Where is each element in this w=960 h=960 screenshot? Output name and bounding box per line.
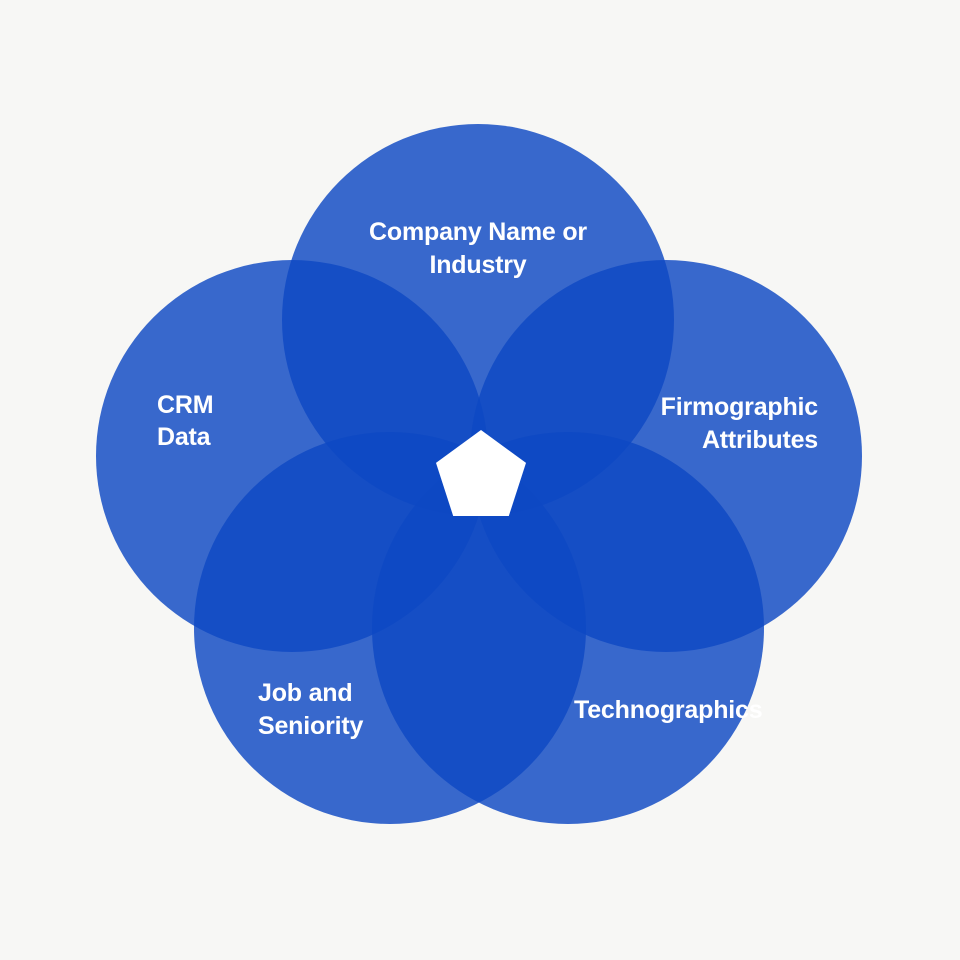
label-firmographic-attributes: Firmographic Attributes [660, 391, 819, 457]
label-line: CRM [157, 391, 214, 419]
venn-circle-technographics [372, 432, 764, 824]
label-technographics: Technographics [574, 694, 763, 727]
label-line: Job and [258, 679, 353, 707]
label-line: Company Name or [369, 218, 587, 246]
label-job-and-seniority: Job and Seniority [258, 677, 363, 743]
label-line: Firmographic [660, 393, 819, 421]
label-line: Attributes [701, 426, 818, 454]
label-company-name-or-industry: Company Name or Industry [337, 216, 619, 282]
label-line: Technographics [574, 696, 763, 724]
label-line: Data [157, 423, 211, 451]
label-line: Industry [429, 251, 527, 279]
label-line: Seniority [258, 712, 364, 740]
label-crm-data: CRM Data [157, 389, 214, 453]
